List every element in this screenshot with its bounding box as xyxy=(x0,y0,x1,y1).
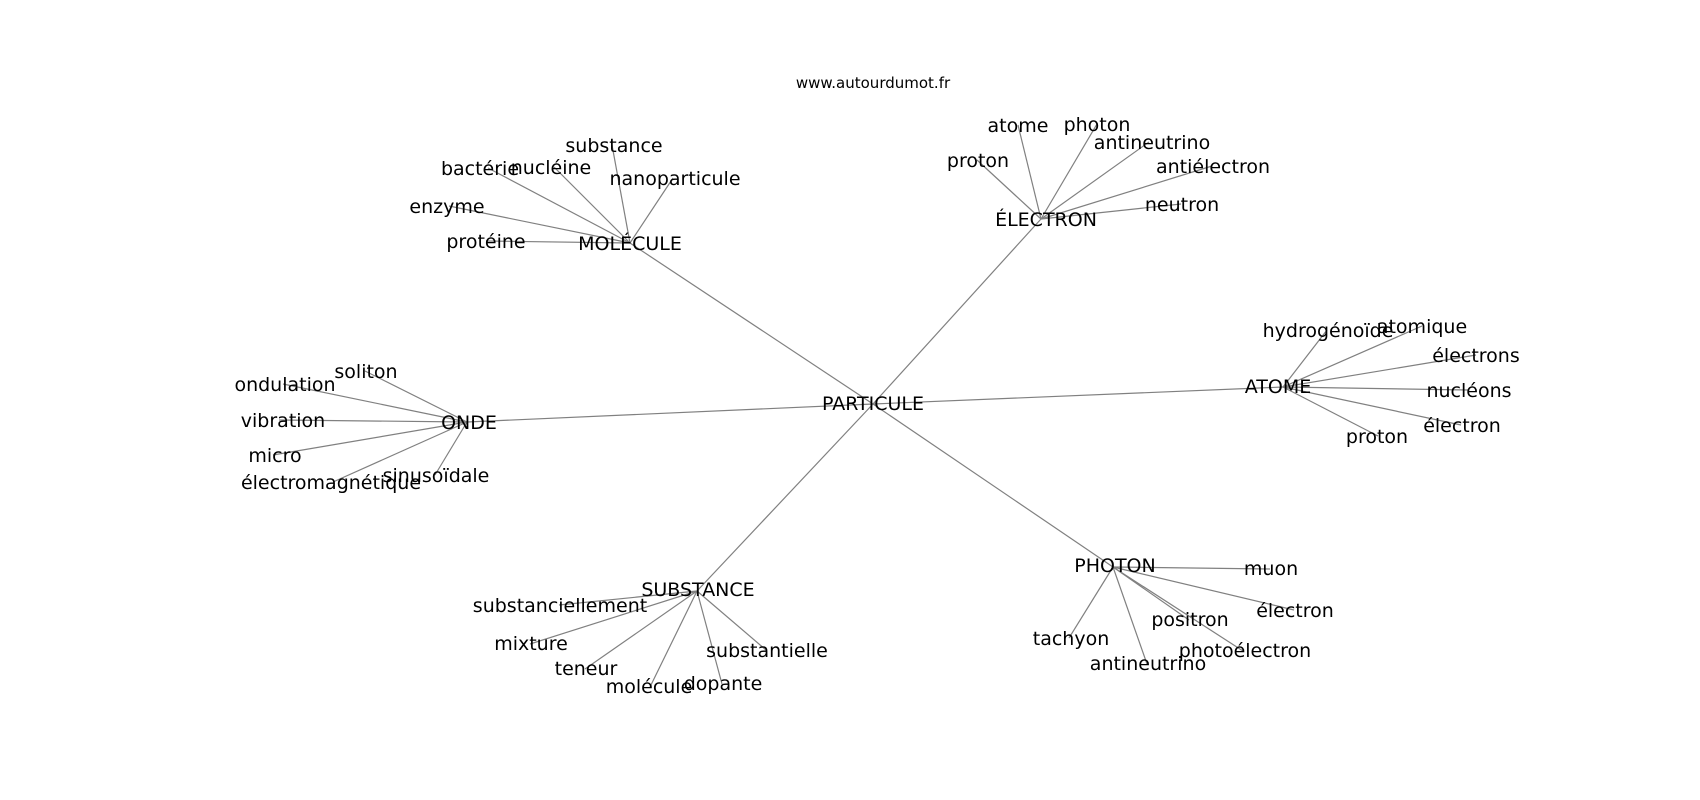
edge-hub-leaf xyxy=(1282,354,1477,388)
leaf-node: atomique xyxy=(1377,316,1467,338)
leaf-node: proton xyxy=(947,150,1009,172)
edge-hub-leaf xyxy=(1068,566,1114,639)
hub-node: PHOTON xyxy=(1074,555,1155,577)
edge-hub-leaf xyxy=(434,421,468,476)
edge-center-hub xyxy=(466,403,874,423)
leaf-node: nucléine xyxy=(511,157,592,179)
leaf-node: antineutrino xyxy=(1094,132,1210,154)
hub-node: ÉLECTRON xyxy=(995,208,1097,231)
leaf-node: nucléons xyxy=(1426,380,1511,402)
leaf-node: muon xyxy=(1244,558,1298,580)
edge-hub-leaf xyxy=(448,205,631,244)
edge-hub-leaf xyxy=(1040,141,1150,220)
center-node: PARTICULE xyxy=(822,393,924,415)
leaf-node: neutron xyxy=(1145,194,1219,216)
edge-hub-leaf xyxy=(332,421,468,483)
leaf-node: molécule xyxy=(606,676,693,698)
leaf-node: substance xyxy=(565,135,662,157)
leaf-node: nanoparticule xyxy=(609,168,740,190)
edge-hub-leaf xyxy=(1112,566,1271,570)
edge-center-hub xyxy=(696,403,874,592)
edge-hub-leaf xyxy=(282,383,468,423)
graph-edges xyxy=(272,123,1477,688)
edge-hub-leaf xyxy=(553,166,631,244)
edge-center-hub xyxy=(629,242,874,405)
edge-hub-leaf xyxy=(1282,386,1379,437)
leaf-node: protéine xyxy=(446,231,525,253)
edge-hub-leaf xyxy=(1282,386,1469,391)
edge-hub-leaf xyxy=(278,419,468,423)
edge-hub-leaf xyxy=(1040,203,1182,220)
edge-hub-leaf xyxy=(611,144,631,244)
leaf-node: teneur xyxy=(555,658,618,680)
edge-hub-leaf xyxy=(487,167,631,244)
edge-center-hub xyxy=(872,386,1284,405)
leaf-node: soliton xyxy=(334,361,397,383)
edge-hub-leaf xyxy=(1282,386,1462,426)
leaf-node: proton xyxy=(1346,426,1408,448)
edge-hub-leaf xyxy=(1112,566,1295,611)
edge-hub-leaf xyxy=(1040,165,1213,220)
edge-hub-leaf xyxy=(1112,566,1148,665)
edge-center-hub xyxy=(872,218,1042,405)
leaf-node: atome xyxy=(988,115,1049,137)
edge-hub-leaf xyxy=(558,590,698,606)
edge-hub-leaf xyxy=(629,177,674,244)
edge-hub-leaf xyxy=(649,590,698,688)
leaf-node: substanciellement xyxy=(473,595,647,617)
leaf-node: substantielle xyxy=(706,640,828,662)
edge-hub-leaf xyxy=(529,590,698,645)
leaf-node: mixture xyxy=(494,633,568,655)
edge-hub-leaf xyxy=(1282,325,1423,388)
edge-center-hub xyxy=(872,403,1114,568)
graph-labels: www.autourdumot.fr PARTICULE MOLÉCULE sub… xyxy=(234,74,1519,698)
leaf-node: hydrogénoïde xyxy=(1263,320,1394,342)
leaf-node: électron xyxy=(1423,415,1501,437)
hub-node: ONDE xyxy=(441,412,497,434)
hub-node: MOLÉCULE xyxy=(578,232,682,255)
leaf-node: enzyme xyxy=(409,196,484,218)
leaf-node: photon xyxy=(1064,114,1131,136)
leaf-node: électrons xyxy=(1432,345,1520,367)
edge-hub-leaf xyxy=(272,421,468,456)
leaf-node: photoélectron xyxy=(1179,640,1311,662)
leaf-node: bactérie xyxy=(441,158,519,180)
leaf-node: vibration xyxy=(241,410,325,432)
leaf-node: antineutrino xyxy=(1090,653,1206,675)
leaf-node: électromagnétique xyxy=(241,472,421,494)
edge-hub-leaf xyxy=(584,590,698,670)
edge-hub-leaf xyxy=(364,370,468,423)
edge-hub-leaf xyxy=(485,240,631,244)
edge-hub-leaf xyxy=(696,590,767,651)
leaf-node: tachyon xyxy=(1033,628,1110,650)
leaf-node: ondulation xyxy=(234,374,335,396)
edge-hub-leaf xyxy=(1040,123,1098,220)
edge-hub-leaf xyxy=(696,590,723,685)
leaf-node: électron xyxy=(1256,600,1334,622)
leaf-node: dopante xyxy=(684,673,763,695)
edge-hub-leaf xyxy=(1112,566,1244,652)
edge-hub-leaf xyxy=(1017,124,1042,220)
leaf-node: antiélectron xyxy=(1156,156,1270,178)
leaf-node: sinusoïdale xyxy=(383,465,490,487)
leaf-node: positron xyxy=(1151,609,1228,631)
hub-node: SUBSTANCE xyxy=(641,579,754,601)
edge-hub-leaf xyxy=(1282,329,1328,388)
edge-hub-leaf xyxy=(976,159,1042,220)
site-url: www.autourdumot.fr xyxy=(796,74,951,92)
hub-node: ATOME xyxy=(1245,376,1311,398)
leaf-node: micro xyxy=(248,445,301,467)
